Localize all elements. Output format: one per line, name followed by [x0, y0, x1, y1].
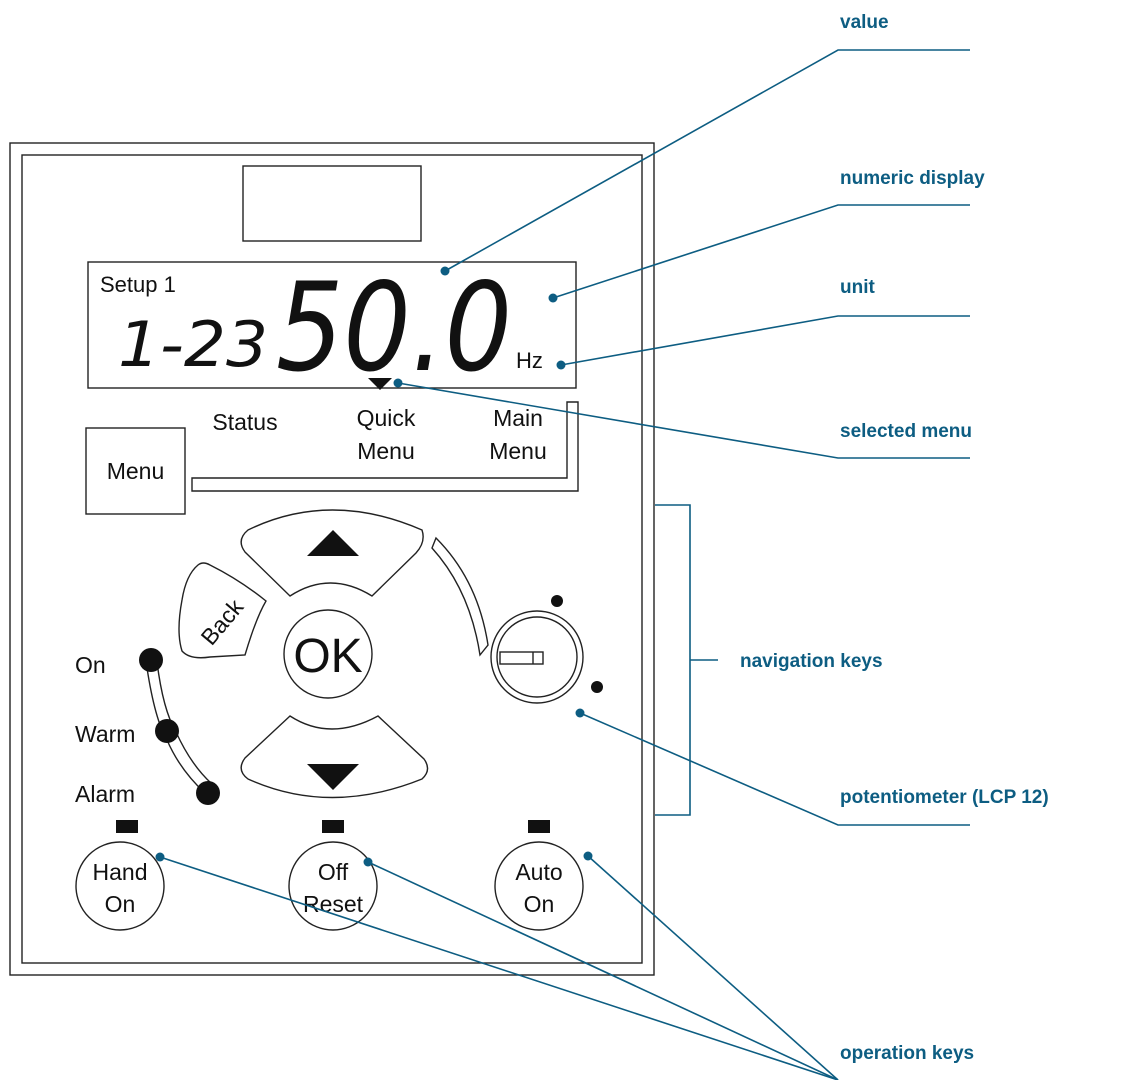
- led-on: [139, 648, 163, 672]
- menu-quick-line2: Menu: [357, 438, 415, 464]
- callout-value: value: [840, 12, 889, 33]
- potentiometer-max-dot: [551, 595, 563, 607]
- numeric-display-leader: [552, 204, 970, 299]
- operation-keys-leader-hand: [159, 856, 839, 1080]
- panel-outer-frame: [9, 142, 655, 976]
- auto-on-led: [528, 820, 550, 833]
- potentiometer-slot: [499, 651, 544, 665]
- back-key[interactable]: Back: [178, 562, 267, 659]
- menu-bracket: [191, 401, 579, 492]
- down-arrow-icon: [307, 764, 359, 790]
- led-indicators: On Warm Alarm: [75, 648, 220, 807]
- hand-on-line2: On: [105, 891, 136, 917]
- potentiometer-leader: [579, 712, 970, 826]
- ok-key-label: OK: [293, 630, 362, 683]
- auto-on-button[interactable]: Auto On: [494, 841, 584, 931]
- callout-lines: [159, 49, 970, 1080]
- value-leader: [444, 49, 970, 272]
- auto-on-line1: Auto: [515, 859, 562, 885]
- auto-on-line2: On: [524, 891, 555, 917]
- led-alarm: [196, 781, 220, 805]
- hand-on-led: [116, 820, 138, 833]
- hand-on-button[interactable]: Hand On: [75, 841, 165, 931]
- menu-status: Status: [212, 409, 277, 435]
- operation-keys: Hand On Off Reset Auto On: [75, 820, 584, 931]
- navigation-keys-bracket: [655, 504, 718, 816]
- callout-operation-keys: operation keys: [840, 1043, 974, 1064]
- ok-key[interactable]: OK: [283, 609, 373, 699]
- operation-keys-leader-off: [367, 861, 839, 1080]
- menu-button-label: Menu: [107, 458, 165, 484]
- led-warm-label: Warm: [75, 721, 135, 747]
- lcd-display: Setup 1 1-23 50.0 Hz: [87, 257, 577, 399]
- unit-leader: [560, 315, 970, 366]
- led-warm: [155, 719, 179, 743]
- off-reset-line2: Reset: [303, 891, 364, 917]
- off-reset-line1: Off: [318, 859, 349, 885]
- up-key[interactable]: [240, 509, 424, 597]
- down-key[interactable]: [240, 715, 429, 799]
- led-alarm-label: Alarm: [75, 781, 135, 807]
- off-reset-button[interactable]: Off Reset: [288, 841, 378, 931]
- hand-on-line1: Hand: [93, 859, 148, 885]
- display-unit: Hz: [516, 348, 543, 373]
- callout-navigation-keys: navigation keys: [740, 651, 883, 672]
- menu-main-line1: Main: [493, 405, 543, 431]
- menu-main-line2: Menu: [489, 438, 547, 464]
- up-arrow-icon: [307, 530, 359, 556]
- setup-label: Setup 1: [100, 272, 176, 297]
- menu-button[interactable]: Menu: [85, 427, 186, 515]
- led-on-label: On: [75, 652, 106, 678]
- callout-dots: [155, 266, 593, 867]
- selected-menu-leader: [397, 382, 970, 459]
- panel-inner-frame: [21, 154, 643, 964]
- off-reset-led: [322, 820, 344, 833]
- parameter-number: 1-23: [118, 308, 268, 381]
- callout-numeric-display: numeric display: [840, 168, 985, 189]
- potentiometer-arc: [431, 536, 489, 657]
- selected-menu-indicator-icon: [368, 378, 392, 390]
- menu-row: Menu Status Quick Menu Main Menu: [85, 401, 579, 515]
- callout-unit: unit: [840, 277, 875, 298]
- top-window: [242, 165, 422, 242]
- menu-quick-line1: Quick: [357, 405, 416, 431]
- potentiometer[interactable]: [431, 536, 603, 704]
- callout-potentiometer: potentiometer (LCP 12): [840, 787, 1049, 808]
- potentiometer-min-dot: [591, 681, 603, 693]
- operation-keys-leader-auto: [587, 855, 839, 1080]
- display-value: 50.0: [276, 257, 512, 399]
- callout-selected-menu: selected menu: [840, 421, 972, 442]
- navigation-keys: Back OK: [178, 509, 429, 799]
